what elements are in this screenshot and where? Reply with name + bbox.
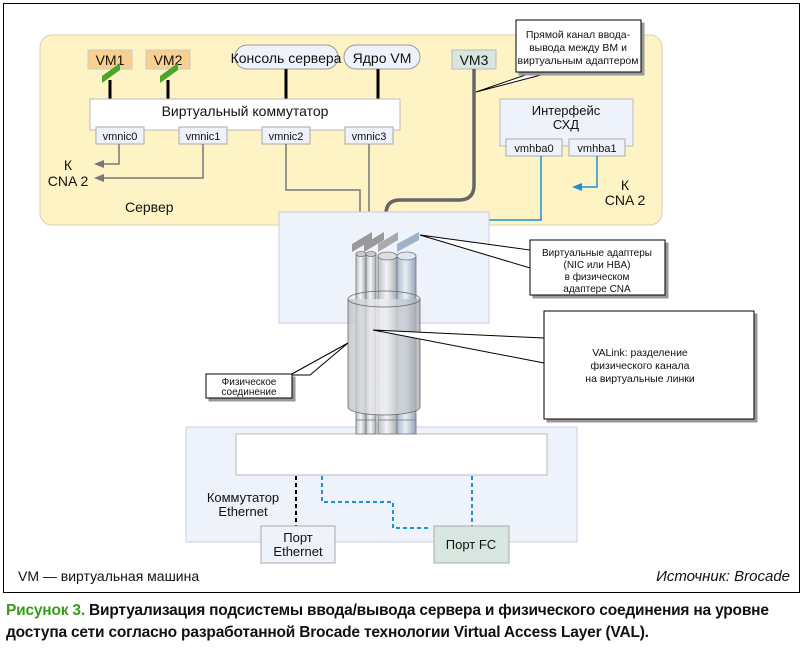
direct-io-line3: виртуальным адаптером (518, 55, 639, 67)
fc-port-label: Порт FC (446, 537, 496, 552)
virtual-adapters-line2: (NIC или HBA) (563, 260, 630, 271)
server-console-label: Консоль сервера (231, 50, 342, 66)
to-cna-left-line1: К (64, 157, 73, 173)
physical-link-line1: Физическое (222, 377, 277, 388)
switch-fabric (235, 433, 548, 476)
virtual-adapters-callout (529, 239, 666, 296)
vmnic1-label: vmnic1 (186, 131, 221, 143)
ethernet-port (260, 525, 336, 564)
direct-io-line1: Прямой канал ввода- (526, 29, 631, 41)
vm2-box (145, 49, 191, 70)
to-cna-left-line2: CNA 2 (48, 173, 89, 189)
ethernet-port-line1: Порт (283, 530, 313, 545)
vm-kernel-label: Ядро VM (353, 50, 412, 66)
vmnic0-label: vmnic0 (103, 131, 138, 143)
vmhba0-label: vmhba0 (514, 143, 553, 155)
valink-callout (543, 310, 755, 420)
ethernet-port-line2: Ethernet (273, 544, 323, 559)
caption-text: Виртуализация подсистемы ввода/вывода се… (6, 602, 769, 641)
arrow-left-icon (94, 160, 104, 168)
vmnic0 (95, 126, 145, 145)
figure-frame (3, 3, 800, 593)
switch-label-line2: Ethernet (218, 504, 268, 519)
legend-text: VM — виртуальная машина (18, 568, 199, 584)
virtual-adapters-line3: в физическом (565, 271, 630, 283)
storage-interface-line1: Интерфейс (532, 103, 601, 118)
virtual-switch-label: Виртуальный коммутатор (162, 103, 329, 119)
switch-label-line1: Коммутатор (207, 490, 279, 505)
vm-kernel (343, 44, 421, 70)
caption-lead: Рисунок 3. (6, 602, 85, 619)
to-cna-right-line1: К (621, 177, 630, 193)
vm2-label: VM2 (154, 52, 183, 68)
to-cna-right-line2: CNA 2 (605, 192, 646, 208)
diagram: Сервер VM1 VM2 Консоль сервера Ядро VM V… (18, 19, 790, 585)
direct-io-line2: вывода между ВМ и (529, 42, 627, 54)
arrow-left-icon (94, 174, 104, 182)
vm1-label: VM1 (96, 52, 125, 68)
vmhba1-label: vmhba1 (577, 143, 616, 155)
vm3-label: VM3 (460, 52, 489, 68)
valink-line3: на виртуальные линки (585, 373, 695, 385)
vmhba0 (505, 138, 563, 157)
valink-line1: VALink: разделение (592, 347, 688, 359)
physical-link-callout (205, 373, 293, 399)
server-label: Сервер (125, 199, 174, 215)
fc-port (433, 525, 510, 564)
direct-io-callout (515, 19, 642, 73)
vm1-box (87, 49, 133, 70)
vm2-nic-icon (160, 63, 178, 83)
virtual-adapters-line1: Виртуальные адаптеры (542, 248, 652, 259)
figure-caption: Рисунок 3. Виртуализация подсистемы ввод… (6, 600, 798, 644)
virtual-switch (89, 98, 401, 131)
source-text: Источник: Brocade (656, 568, 790, 585)
storage-interface (499, 98, 634, 147)
virtual-adapters-line4: адаптере CNA (563, 284, 631, 295)
vmnic3-label: vmnic3 (352, 131, 387, 143)
valink-line2: физического канала (591, 360, 690, 372)
vmnic2-label: vmnic2 (269, 131, 304, 143)
physical-link-line2: соединение (221, 387, 277, 398)
vm1-nic-icon (102, 63, 120, 83)
virtual-adapters (352, 232, 419, 252)
storage-interface-line2: СХД (553, 117, 579, 132)
physical-link-sleeve (347, 290, 421, 416)
arrow-left-icon (572, 183, 582, 191)
